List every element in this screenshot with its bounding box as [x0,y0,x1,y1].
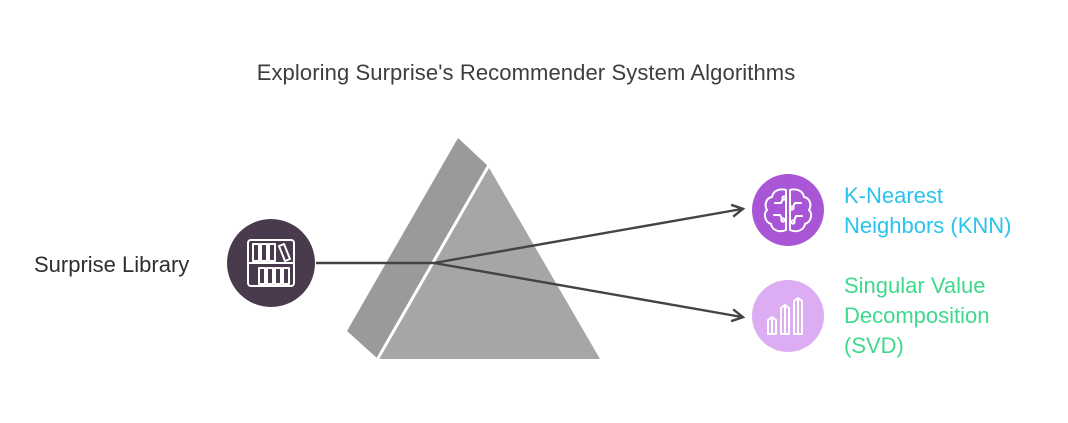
source-label: Surprise Library [34,252,189,278]
svd-label: Singular Value Decomposition (SVD) [844,271,990,361]
svd-label-line-1: Singular Value [844,271,990,301]
svd-label-line-3: (SVD) [844,331,990,361]
knn-label-line-2: Neighbors (KNN) [844,211,1012,241]
svd-node [752,280,824,352]
knn-node [752,174,824,246]
svd-label-line-2: Decomposition [844,301,990,331]
knn-label-line-1: K-Nearest [844,181,1012,211]
diagram-title: Exploring Surprise's Recommender System … [0,60,1052,86]
knn-label: K-Nearest Neighbors (KNN) [844,181,1012,241]
source-node [227,219,315,307]
